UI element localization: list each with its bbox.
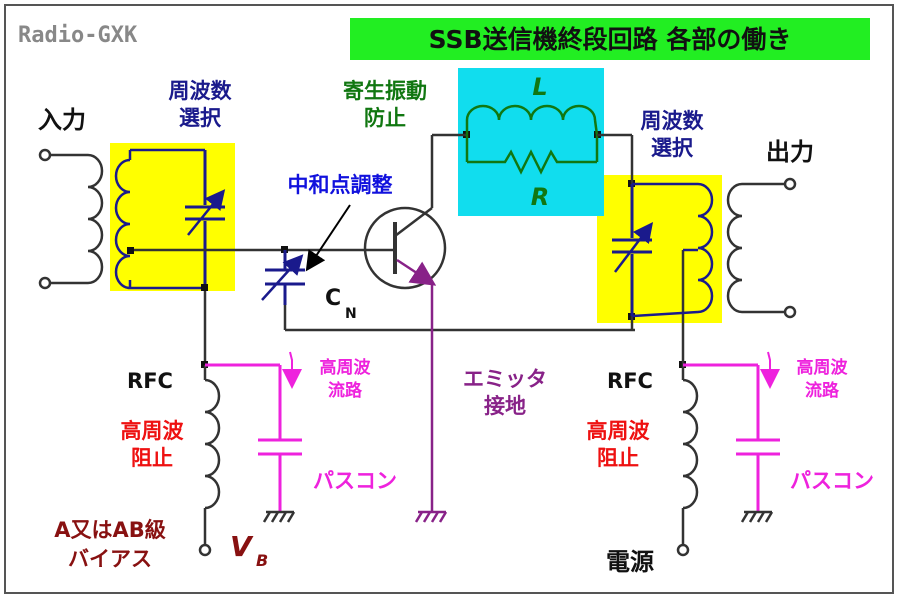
freq-select-right-line2: 選択 [651,136,694,160]
neutral-adjust-arrow [305,204,351,272]
suppressor-resistor [467,149,597,175]
vb-subscript: B [256,551,268,570]
right-bypass-ground [740,510,774,523]
bypass-left-label: パスコン [313,469,397,493]
emitter-label-line2: 接地 [484,394,526,418]
freq-select-right-line1: 周波数 [641,109,705,133]
emitter-label-line1: エミッタ [463,367,547,391]
left-tank-highlight [110,143,235,291]
right-rf-path-arrow [760,351,780,389]
bypass-right-label: パスコン [790,469,874,493]
vb-label: V [230,530,254,563]
bias-label-line2: バイアス [68,547,152,571]
parasitic-label-line2: 防止 [364,106,406,130]
right-bypass-capacitor [683,363,780,512]
rf-block-left-line2: 阻止 [131,446,173,470]
rf-path-right-line1: 高周波 [797,357,849,378]
left-tuning-capacitor [185,150,226,288]
rf-block-right-line1: 高周波 [587,419,651,443]
collector-wiring [597,133,685,365]
emitter-lead [396,258,448,523]
rf-block-left-line1: 高周波 [121,419,185,443]
output-label: 出力 [766,138,814,166]
left-rfc-coil [198,365,221,557]
cn-subscript: N [345,306,357,322]
page-title: SSB送信機終段回路 各部の働き [429,25,792,54]
rf-block-right-line2: 阻止 [597,446,639,470]
rfc-left-label: RFC [127,369,173,393]
rf-path-right-line2: 流路 [805,380,840,401]
suppressor-coil [465,104,599,162]
right-rfc-coil [676,365,699,557]
title-box [350,18,870,60]
input-transformer [38,148,104,290]
power-label: 電源 [606,548,654,576]
left-bypass-capacitor [205,363,302,512]
rf-path-left-line1: 高周波 [320,357,372,378]
rf-path-left-line2: 流路 [328,380,363,401]
outer-frame [4,4,894,594]
transistor [363,133,467,290]
right-tuning-capacitor [612,184,654,316]
coil-l-label: L [532,73,547,101]
resistor-r-label: R [531,183,549,211]
parasitic-label-line1: 寄生振動 [343,79,427,103]
right-tank-coil [631,182,714,318]
left-bypass-ground [262,510,296,523]
neutral-adjust-label: 中和点調整 [288,173,393,197]
bias-label-line1: A又はAB級 [54,518,166,542]
parasitic-suppressor-highlight [458,68,604,216]
left-tank-coil [114,148,205,290]
rfc-right-label: RFC [607,369,653,393]
cn-label: C [325,286,341,311]
freq-select-left-line2: 選択 [179,106,222,130]
output-transformer [726,177,797,319]
brand-label: Radio-GXK [18,23,138,48]
input-label: 入力 [38,106,86,134]
neutralizing-capacitor [261,250,305,305]
freq-select-left-line1: 周波数 [169,79,233,103]
left-rf-path-arrow [282,351,302,389]
